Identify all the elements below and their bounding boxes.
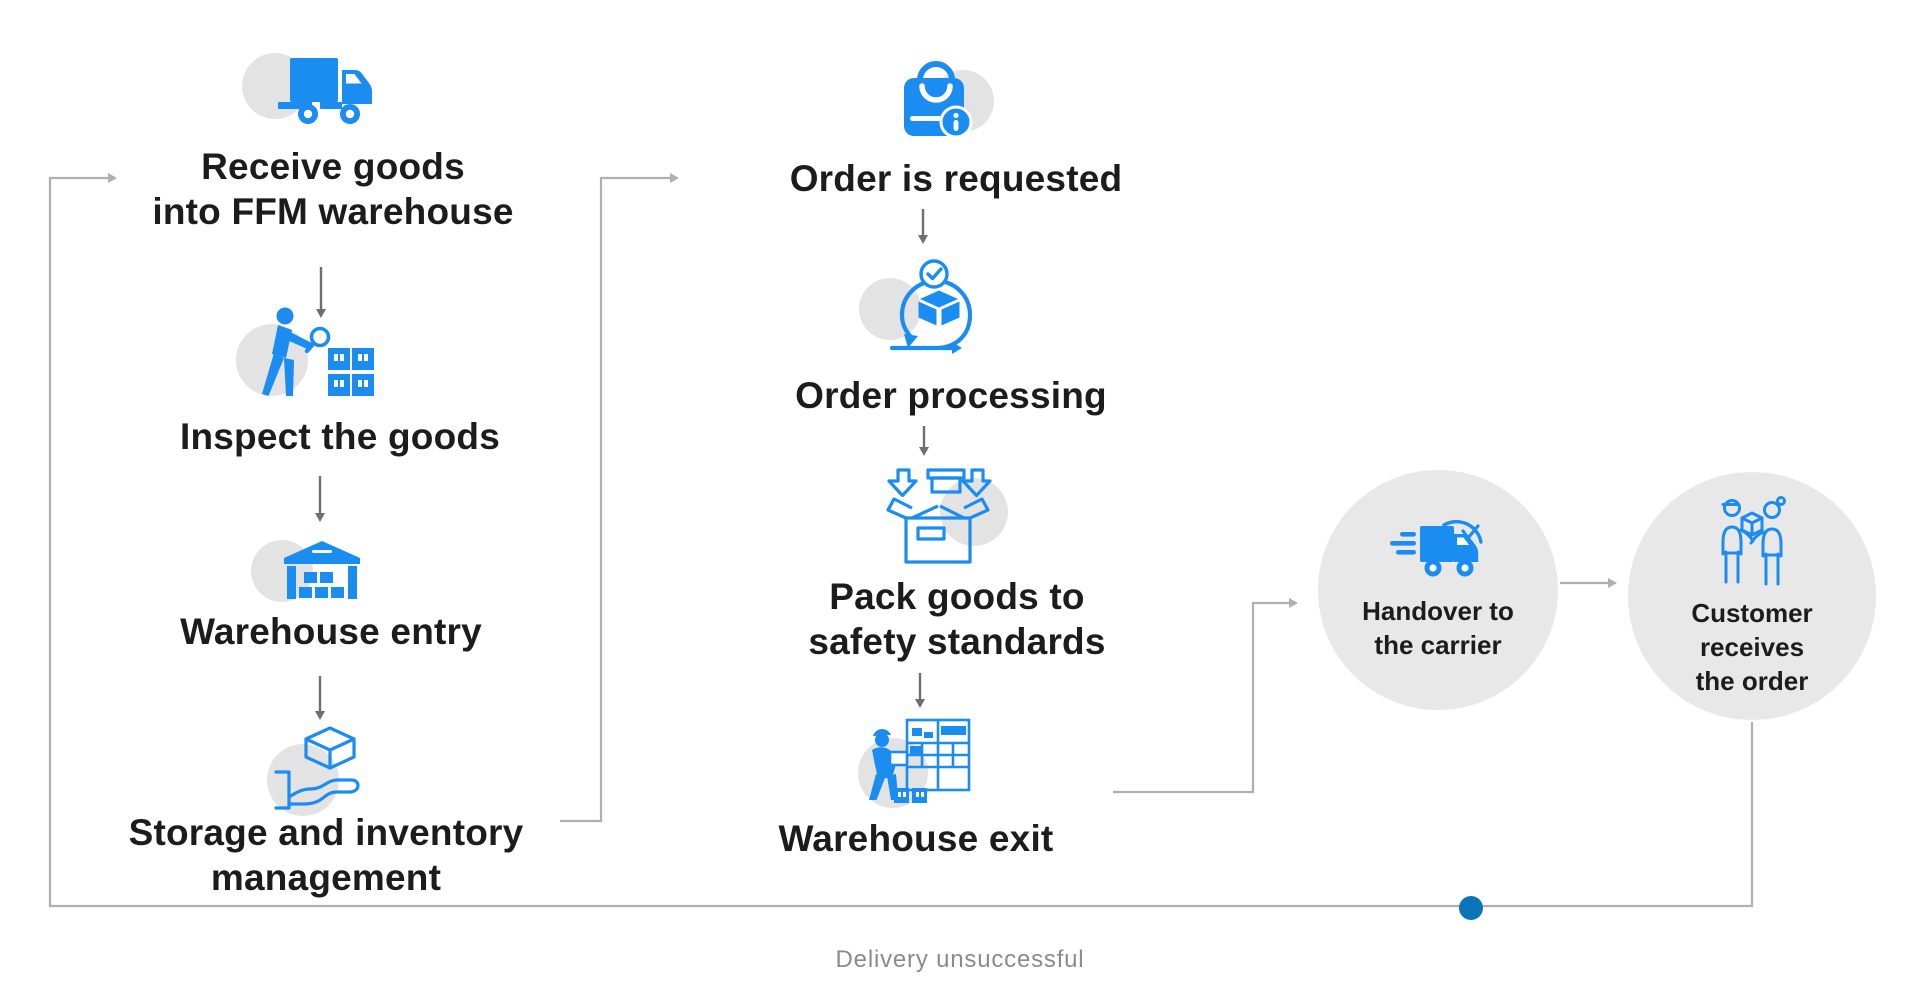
customer-handover-icon — [1710, 494, 1794, 586]
warehouse-icon — [284, 541, 360, 599]
node-handover-carrier: Handover to the carrier — [1318, 470, 1558, 710]
step-label: Storage and inventory management — [128, 812, 524, 898]
step-label: Warehouse entry — [180, 611, 482, 652]
step-label: Receive goods into FFM warehouse — [152, 146, 514, 232]
arrow-head-icon — [915, 699, 925, 708]
arrow-head-icon — [1608, 578, 1617, 588]
node-customer-receives: Customer receives the order — [1628, 472, 1876, 720]
step-label: Warehouse exit — [778, 818, 1054, 859]
storage-to-order-connector — [560, 176, 670, 823]
order-bag-icon — [898, 61, 974, 142]
step-label: Order processing — [795, 375, 1107, 416]
order-processing-icon — [878, 256, 982, 356]
step-label: Order is requested — [789, 158, 1123, 199]
arrow-head-icon — [315, 513, 325, 522]
arrow-head-icon — [316, 309, 326, 318]
carrier-truck-icon — [1380, 518, 1496, 584]
exit-to-handover-connector — [1113, 601, 1289, 794]
truck-icon — [278, 58, 378, 130]
delivery-unsuccessful-label: Delivery unsuccessful — [835, 946, 1085, 973]
storage-hand-icon — [268, 726, 372, 814]
step-label: Pack goods to safety standards — [808, 576, 1106, 662]
return-point-dot — [1459, 896, 1483, 920]
step-label: Inspect the goods — [180, 416, 500, 457]
feedback-connector — [48, 176, 1754, 908]
arrow-head-icon — [108, 173, 117, 183]
node-label: Customer receives the order — [1691, 598, 1813, 696]
arrow-head-icon — [670, 173, 679, 183]
arrow-head-icon — [1289, 598, 1298, 608]
inspect-goods-icon — [228, 306, 376, 402]
arrow-head-icon — [918, 235, 928, 244]
node-label: Handover to the carrier — [1362, 596, 1514, 660]
arrow-head-icon — [315, 711, 325, 720]
icon-backdrop-circle — [859, 278, 921, 340]
warehouse-exit-icon — [852, 712, 976, 804]
arrow-head-icon — [919, 447, 929, 456]
pack-box-icon — [886, 466, 1006, 566]
